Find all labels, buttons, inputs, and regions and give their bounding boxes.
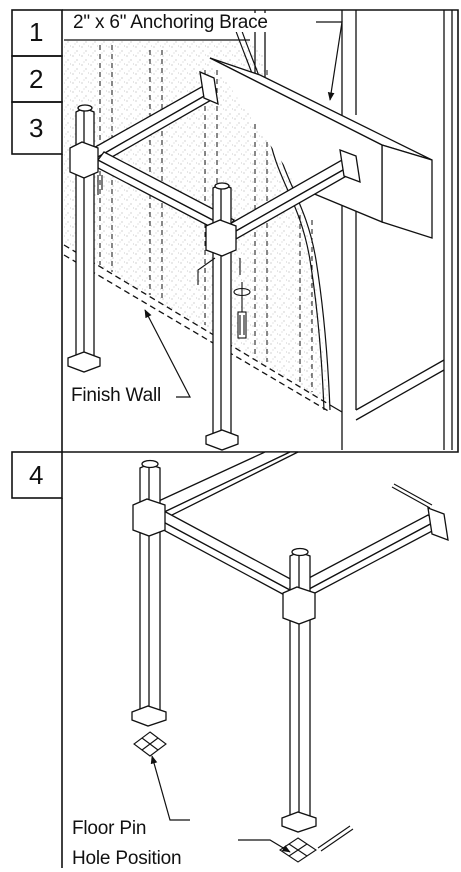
post-front-b-cap — [291, 547, 309, 557]
post-left-cap — [77, 104, 93, 112]
step-number-4: 4 — [29, 460, 44, 490]
step-number-3: 3 — [29, 113, 44, 143]
hole-position-label: Hole Position — [71, 848, 183, 869]
post-front-collar — [205, 219, 237, 257]
hardware-top — [97, 175, 251, 339]
post-left-collar — [69, 141, 99, 179]
panel-frames — [11, 9, 459, 868]
finish-wall-label: Finish Wall — [69, 385, 163, 406]
step-box-3 — [11, 101, 63, 155]
post-front-cap — [214, 182, 230, 190]
post-front-b-foot — [281, 811, 317, 833]
hole-position-leader — [238, 839, 291, 853]
rail-front-b — [155, 516, 291, 600]
step-number-1: 1 — [29, 17, 44, 47]
pencil-bottom — [317, 825, 354, 852]
pencil-top — [391, 483, 433, 509]
post-front-foot — [205, 429, 239, 451]
post-left-b-collar — [132, 498, 166, 537]
finish-wall-leader — [144, 309, 191, 398]
screw-wall — [197, 257, 216, 285]
wall-studs — [254, 10, 453, 450]
floor-pin-label: Floor Pin — [71, 818, 148, 839]
wall-bracket-left — [199, 70, 219, 106]
top-panel-border — [61, 9, 459, 453]
floor-pin-hole-right — [279, 837, 317, 863]
post-left-b-cap — [141, 459, 159, 469]
callout-leaders-top — [144, 21, 343, 398]
shelf-frame-top — [67, 70, 361, 451]
wall-bottom-dash-1 — [63, 244, 331, 406]
floor-pin-leader — [150, 755, 190, 821]
wall-bracket-b — [427, 507, 449, 541]
wall-bottom-dash-2 — [63, 254, 331, 413]
step-number-2: 2 — [29, 64, 44, 94]
post-left-foot — [67, 351, 101, 373]
post-left-b-foot — [131, 705, 167, 727]
anchoring-brace-label: 2" x 6" Anchoring Brace — [71, 12, 270, 33]
wall-bracket-right — [339, 149, 361, 183]
floor-markers — [133, 483, 433, 863]
wall-assembly — [63, 10, 453, 450]
rail-right-b — [288, 514, 438, 596]
floor-pin-hole-left — [133, 731, 167, 757]
frame-floor-assembly — [131, 451, 449, 833]
step-box-4 — [11, 451, 63, 499]
post-front-b-collar — [282, 586, 316, 625]
brace-leader — [316, 21, 343, 101]
